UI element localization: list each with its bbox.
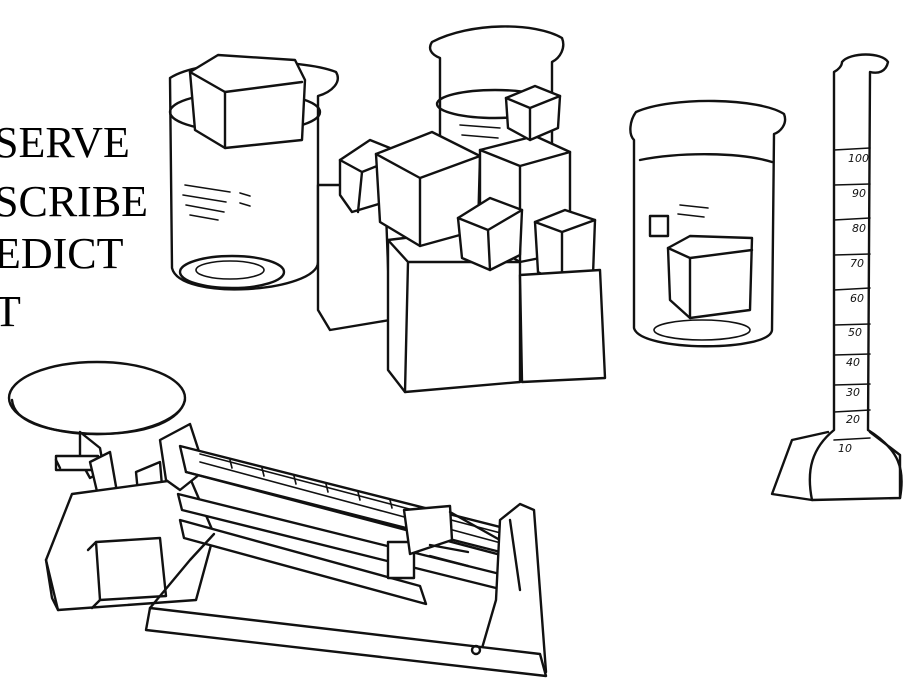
beaker-with-floating-cube [168,53,339,291]
cylinder-mark-60: 60 [850,292,864,305]
cube-stack [316,84,607,394]
cylinder-mark-30: 30 [846,386,860,399]
cylinder-mark-70: 70 [850,257,864,270]
cylinder-mark-90: 90 [852,187,866,200]
side-word-describe: SCRIBE [0,177,149,226]
cylinder-mark-40: 40 [846,356,860,369]
side-word-test: T [0,287,21,336]
side-word-predict: EDICT [0,229,124,278]
triple-beam-balance [7,360,548,678]
cylinder-mark-50: 50 [848,326,862,339]
graduated-cylinder: 100 90 80 70 60 50 40 30 20 10 [770,53,903,502]
side-word-observe: SERVE [0,118,130,167]
cylinder-mark-20: 20 [846,413,860,426]
cylinder-mark-10: 10 [838,442,852,455]
beaker-with-submerged-cube [629,99,787,348]
cylinder-mark-100: 100 [848,152,869,165]
cylinder-mark-80: 80 [852,222,866,235]
